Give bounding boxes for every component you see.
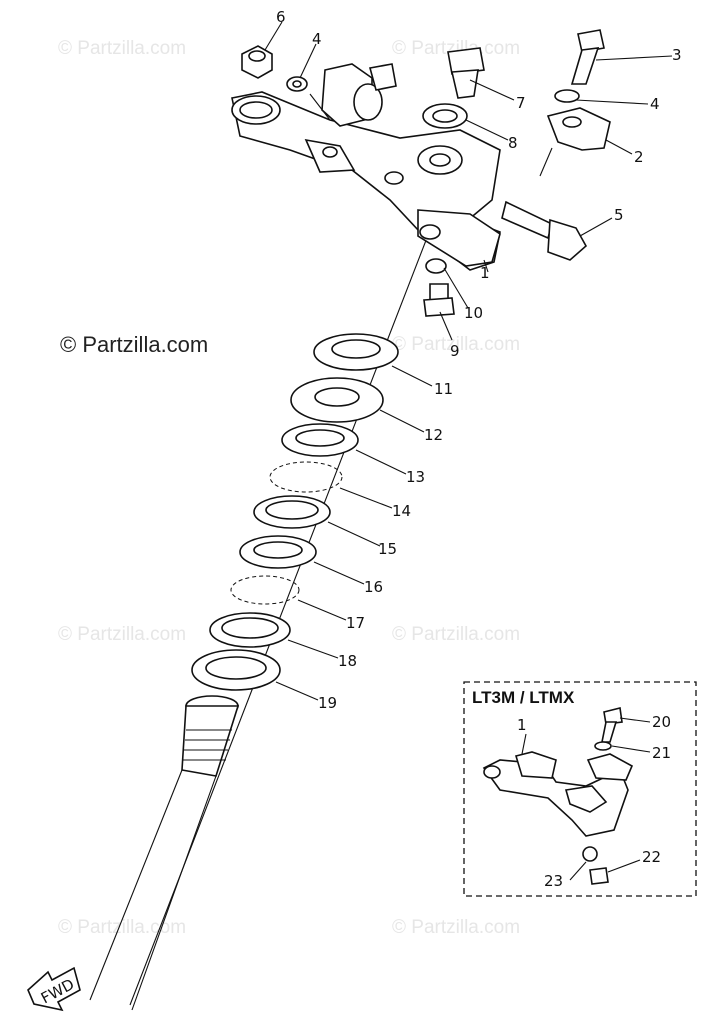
callout-4-left: 4 — [312, 30, 322, 48]
cap-part-2 — [546, 107, 611, 151]
watermark-main: © Partzilla.com — [60, 332, 208, 357]
callout-19: 19 — [318, 694, 337, 712]
inset-lt3m-ltmx: LT3M / LTMX 1 20 21 22 23 — [463, 681, 697, 897]
callout-10: 10 — [464, 304, 483, 322]
watermark: © Partzilla.com — [392, 334, 520, 355]
race-part-18 — [209, 612, 291, 648]
callout-15: 15 — [378, 540, 397, 558]
inset-callout-1: 1 — [517, 716, 527, 734]
callout-2: 2 — [634, 148, 644, 166]
watermark-group: © Partzilla.com © Partzilla.com © Partzi… — [58, 38, 520, 938]
ring-nut-part-11 — [313, 333, 399, 371]
race-part-15 — [253, 495, 331, 529]
inset-callout-21: 21 — [652, 744, 671, 762]
washer-part-12 — [290, 377, 384, 423]
callout-17: 17 — [346, 614, 365, 632]
callout-labels: 6 4 3 4 2 5 7 8 1 10 9 11 12 13 14 15 16… — [276, 8, 682, 712]
callout-6: 6 — [276, 8, 286, 26]
bolt-part-3 — [570, 29, 605, 85]
callout-12: 12 — [424, 426, 443, 444]
upper-bracket — [231, 63, 501, 271]
callout-8: 8 — [508, 134, 518, 152]
inset-title: LT3M / LTMX — [472, 688, 575, 707]
watermark: © Partzilla.com — [58, 624, 186, 645]
watermark: © Partzilla.com — [392, 624, 520, 645]
watermark: © Partzilla.com — [58, 917, 186, 938]
ball-bearings-part-14 — [269, 461, 343, 493]
callout-14: 14 — [392, 502, 411, 520]
callout-4-right: 4 — [650, 95, 660, 113]
inset-callout-20: 20 — [652, 713, 671, 731]
watermark: © Partzilla.com — [58, 38, 186, 59]
callout-5: 5 — [614, 206, 624, 224]
bolt-part-7 — [447, 47, 485, 99]
washer-part-4-right — [554, 89, 580, 103]
callout-11: 11 — [434, 380, 453, 398]
callout-1: 1 — [480, 264, 490, 282]
inset-border — [463, 681, 697, 897]
steering-stem-shaft — [89, 695, 240, 1011]
callout-3: 3 — [672, 46, 682, 64]
callout-7: 7 — [516, 94, 526, 112]
inset-callout-23: 23 — [544, 872, 563, 890]
bolt-part-9 — [423, 283, 455, 317]
bolt-part-5 — [501, 200, 588, 261]
seal-part-19 — [191, 649, 281, 691]
washer-part-10 — [425, 258, 447, 274]
ball-bearings-part-17 — [230, 575, 300, 605]
watermark: © Partzilla.com — [392, 38, 520, 59]
race-part-13 — [281, 423, 359, 457]
watermark: © Partzilla.com — [392, 917, 520, 938]
callout-9: 9 — [450, 342, 460, 360]
fwd-arrow-icon: FWD — [27, 966, 81, 1012]
callout-16: 16 — [364, 578, 383, 596]
race-part-16 — [239, 535, 317, 569]
leader-lines — [264, 21, 673, 701]
callout-18: 18 — [338, 652, 357, 670]
callout-13: 13 — [406, 468, 425, 486]
inset-callout-22: 22 — [642, 848, 661, 866]
